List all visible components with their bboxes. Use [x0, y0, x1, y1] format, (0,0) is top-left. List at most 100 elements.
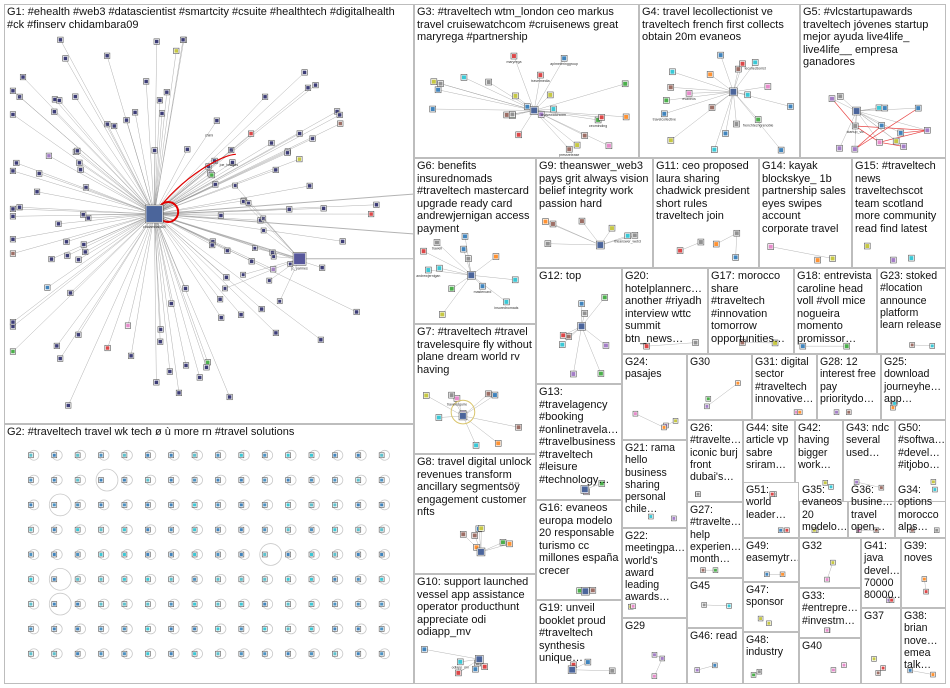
group-g39[interactable]: G39: noves [901, 538, 946, 608]
graph-node[interactable] [63, 238, 70, 245]
graph-node[interactable] [168, 650, 174, 657]
graph-node[interactable] [506, 540, 513, 548]
graph-node[interactable] [559, 341, 566, 348]
graph-node[interactable] [378, 452, 385, 459]
graph-node[interactable] [217, 212, 224, 219]
group-g1[interactable]: G1: #ehealth #web3 #datascientist #smart… [4, 4, 414, 424]
graph-node[interactable] [499, 539, 507, 546]
graph-node[interactable] [74, 551, 81, 558]
graph-node[interactable] [65, 402, 72, 409]
graph-node[interactable] [669, 68, 676, 76]
group-g17[interactable]: G17: morocco share #traveltech #innovati… [708, 268, 794, 354]
graph-node[interactable] [676, 247, 684, 254]
graph-node[interactable] [173, 47, 180, 54]
graph-node[interactable] [245, 200, 252, 206]
graph-node[interactable] [191, 526, 198, 533]
graph-node[interactable] [436, 264, 443, 272]
graph-node[interactable] [378, 576, 385, 583]
graph-node[interactable] [276, 298, 283, 305]
graph-node[interactable] [80, 241, 87, 248]
graph-node[interactable] [580, 485, 590, 494]
graph-node[interactable] [624, 232, 631, 240]
graph-node[interactable] [184, 146, 191, 153]
graph-node[interactable] [308, 601, 315, 607]
graph-node[interactable] [104, 121, 111, 128]
group-g5[interactable]: G5: #vlcstartupawards traveltech jóvenes… [800, 4, 946, 158]
graph-node[interactable] [98, 502, 104, 508]
graph-node[interactable] [503, 298, 510, 306]
graph-node[interactable] [777, 527, 784, 533]
graph-node[interactable] [481, 663, 488, 670]
graph-node[interactable] [238, 576, 245, 583]
graph-node[interactable] [712, 662, 718, 669]
graph-node[interactable] [448, 391, 455, 399]
graph-node[interactable] [476, 547, 486, 557]
graph-node[interactable] [222, 285, 228, 292]
graph-node[interactable] [685, 90, 693, 97]
graph-node[interactable] [191, 477, 198, 483]
graph-node[interactable] [56, 97, 63, 104]
graph-node[interactable] [581, 586, 590, 596]
group-g47[interactable]: G47: sponsor [743, 582, 799, 632]
graph-node[interactable] [261, 526, 268, 533]
group-g4[interactable]: G4: travel lecollectionist ve traveltech… [639, 4, 800, 158]
graph-node[interactable] [373, 201, 380, 208]
graph-node[interactable] [355, 551, 362, 558]
graph-node[interactable] [215, 477, 221, 483]
graph-node[interactable] [766, 620, 772, 626]
graph-node[interactable] [672, 418, 679, 424]
graph-node[interactable] [880, 665, 886, 671]
graph-node[interactable] [378, 650, 385, 657]
graph-node[interactable] [661, 110, 668, 118]
group-g35[interactable]: G35: evaneos 20 modelo… [799, 482, 848, 538]
graph-node[interactable] [355, 526, 362, 533]
graph-node[interactable] [308, 502, 315, 508]
graph-node[interactable] [717, 51, 724, 59]
graph-node[interactable] [80, 211, 87, 218]
graph-node[interactable] [98, 576, 104, 583]
graph-node[interactable] [355, 477, 362, 483]
graph-node[interactable] [472, 665, 479, 673]
graph-node[interactable] [98, 601, 104, 607]
graph-node[interactable] [524, 103, 531, 110]
graph-node[interactable] [9, 111, 16, 118]
graph-node[interactable] [64, 252, 71, 259]
group-g40[interactable]: G40 [799, 638, 861, 684]
graph-node[interactable] [695, 491, 701, 497]
graph-node[interactable] [473, 544, 480, 551]
graph-node[interactable] [104, 344, 111, 352]
graph-node[interactable] [667, 137, 675, 144]
graph-node[interactable] [515, 424, 522, 431]
graph-node[interactable] [764, 571, 770, 577]
graph-node[interactable] [601, 294, 608, 301]
graph-node[interactable] [378, 477, 385, 483]
graph-node[interactable] [266, 277, 273, 284]
graph-node[interactable] [846, 409, 852, 415]
graph-node[interactable] [598, 114, 605, 121]
graph-node[interactable] [336, 111, 343, 118]
graph-node[interactable] [204, 359, 211, 366]
graph-node[interactable] [261, 650, 268, 657]
graph-node[interactable] [226, 393, 233, 401]
graph-node[interactable] [332, 502, 338, 508]
graph-node[interactable] [355, 650, 362, 657]
graph-node[interactable] [491, 391, 499, 399]
graph-node[interactable] [597, 370, 605, 377]
graph-node[interactable] [332, 526, 338, 533]
graph-node[interactable] [932, 486, 938, 493]
graph-node[interactable] [74, 526, 81, 533]
group-g43[interactable]: G43: ndc several used… [843, 420, 895, 502]
graph-node[interactable] [238, 477, 245, 483]
graph-node[interactable] [261, 477, 268, 483]
graph-node[interactable] [28, 526, 34, 533]
graph-node[interactable] [261, 576, 268, 583]
graph-node[interactable] [332, 551, 338, 558]
graph-node[interactable] [51, 576, 58, 583]
graph-node[interactable] [28, 452, 34, 459]
graph-node[interactable] [51, 477, 58, 483]
graph-node[interactable] [261, 601, 268, 607]
group-g34[interactable]: G34: options morocco alps… [895, 482, 946, 538]
graph-node[interactable] [51, 551, 58, 558]
graph-node[interactable] [98, 650, 104, 657]
graph-node[interactable] [215, 626, 221, 632]
